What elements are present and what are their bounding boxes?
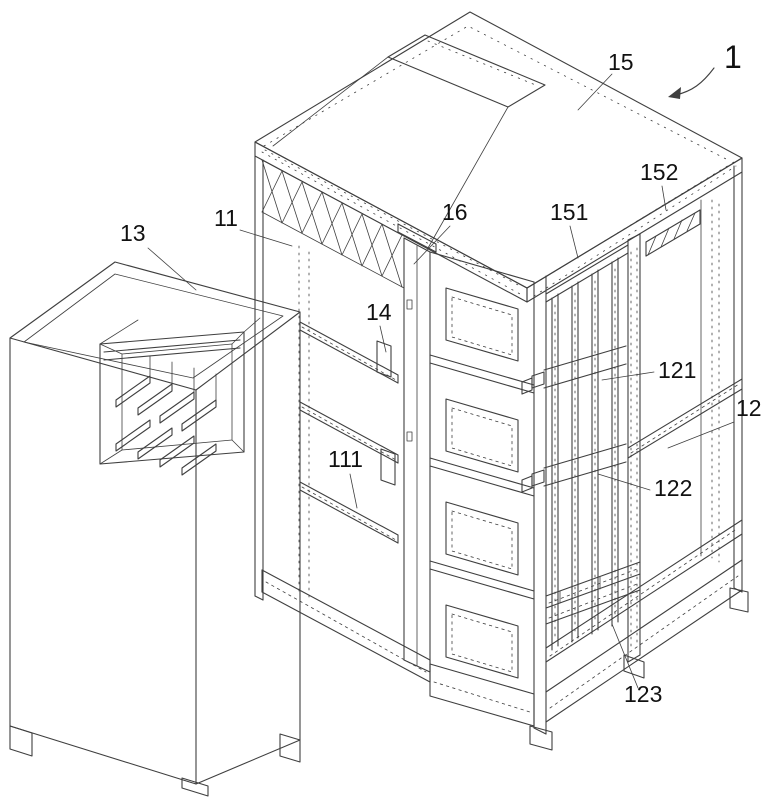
compartment-cutout-3 — [445, 501, 519, 576]
ref-label-16: 16 — [442, 199, 468, 225]
side-plate-14-lower — [380, 448, 396, 486]
ref-label-13: 13 — [120, 220, 146, 246]
ref-label-14: 14 — [366, 299, 392, 325]
left-corner-post — [254, 155, 264, 601]
leader-ref-111 — [349, 473, 358, 509]
busbar-window — [99, 317, 261, 465]
ref-label-152: 152 — [640, 159, 678, 185]
top-truss-lattice — [261, 159, 405, 289]
ref-label-15: 15 — [608, 49, 634, 75]
compartment-cutout-2 — [445, 398, 519, 473]
ref-1-arrow — [668, 67, 715, 99]
main-cabinet-drawing — [254, 11, 749, 751]
ref-label-151: 151 — [550, 199, 588, 225]
ref-label-1: 1 — [724, 39, 742, 75]
leader-ref-13 — [147, 247, 197, 291]
leader-ref-15 — [577, 73, 613, 111]
ref-label-122: 122 — [654, 475, 692, 501]
busbar-support-122 — [521, 443, 627, 493]
ref-label-121: 121 — [658, 357, 696, 383]
mounting-rail-3 — [299, 481, 399, 544]
leader-ref-151 — [569, 225, 579, 259]
cabinet-11-base-channel — [261, 569, 431, 683]
leader-ref-122 — [597, 473, 651, 491]
ref-label-123: 123 — [624, 681, 662, 707]
lower-support-123 — [545, 561, 641, 625]
drawer-compartment-column — [429, 251, 535, 727]
busbar-rack-152 — [645, 209, 701, 257]
busbar-columns-151 — [551, 257, 619, 651]
side-cabinet-drawing — [9, 261, 301, 797]
cabinet-top-face — [254, 11, 743, 289]
leader-lines — [147, 67, 735, 689]
reference-labels: 1 15 152 11 16 151 13 14 121 12 111 122 … — [120, 39, 762, 707]
leader-ref-12 — [667, 421, 735, 449]
cabinet-12-side-frame — [545, 165, 749, 723]
ref-label-12: 12 — [736, 395, 762, 421]
divider-panel-16 — [397, 223, 437, 673]
leader-ref-11 — [239, 229, 293, 247]
ref-label-111: 111 — [328, 446, 363, 472]
leader-ref-123 — [611, 623, 639, 689]
protruding-busbars — [115, 355, 217, 476]
leader-ref-16 — [413, 225, 451, 265]
compartment-cutout-4 — [445, 604, 519, 679]
compartment-cutout-1 — [445, 287, 519, 362]
busbar-support-121 — [521, 345, 627, 395]
leader-ref-14 — [379, 325, 387, 353]
leader-ref-152 — [661, 185, 667, 211]
leader-ref-121 — [601, 371, 655, 381]
front-corner-post — [529, 275, 553, 751]
ref-label-11: 11 — [214, 205, 238, 231]
side-plate-14-upper — [376, 340, 392, 378]
